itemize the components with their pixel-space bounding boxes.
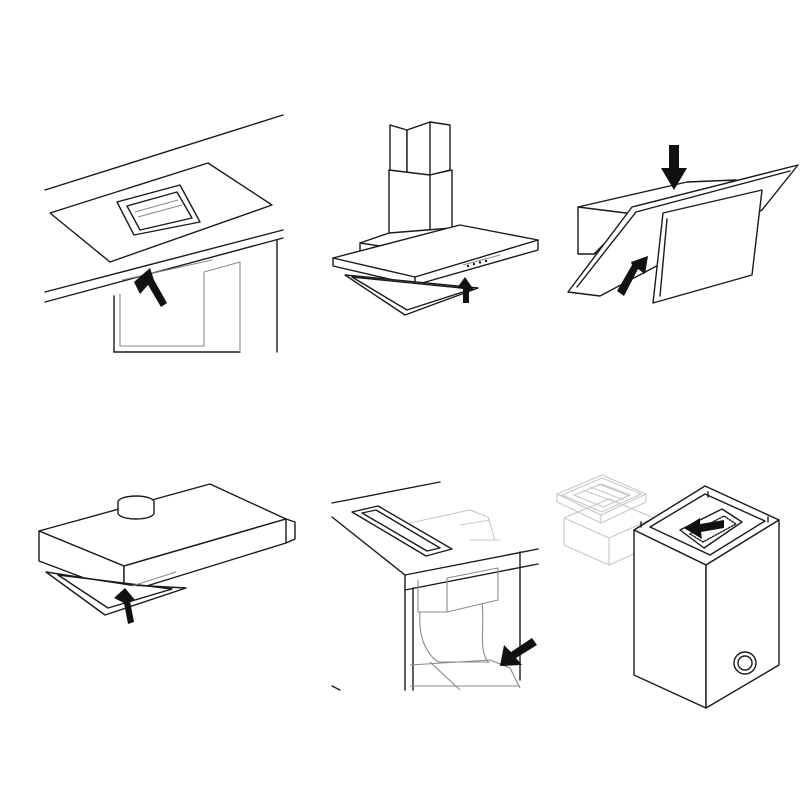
downdraft-hob-icon: [44, 114, 284, 353]
angled-wall-hood-icon: [567, 164, 799, 304]
arrow-down-icon: [661, 145, 687, 190]
arrow-up-icon: [457, 277, 474, 303]
recirculation-box-icon: [555, 474, 780, 709]
under-cabinet-hood-icon: [38, 483, 296, 616]
island-chimney-hood-icon: [332, 121, 539, 316]
arrow-up-icon: [114, 588, 135, 624]
arrow-left-down-icon: [500, 638, 537, 666]
panel-recirculation-box-filter: [555, 474, 780, 709]
arrow-up-icon: [134, 268, 167, 307]
panel-under-cabinet-hood: [38, 483, 296, 624]
arrow-left-icon: [684, 518, 724, 539]
panel-countertop-downdraft: [331, 481, 539, 691]
arrow-up-icon: [617, 256, 648, 296]
panel-angled-wall-hood: [567, 145, 799, 304]
panel-island-chimney-hood: [332, 121, 539, 316]
panel-downdraft-hob: [44, 114, 284, 353]
countertop-downdraft-icon: [331, 481, 539, 691]
